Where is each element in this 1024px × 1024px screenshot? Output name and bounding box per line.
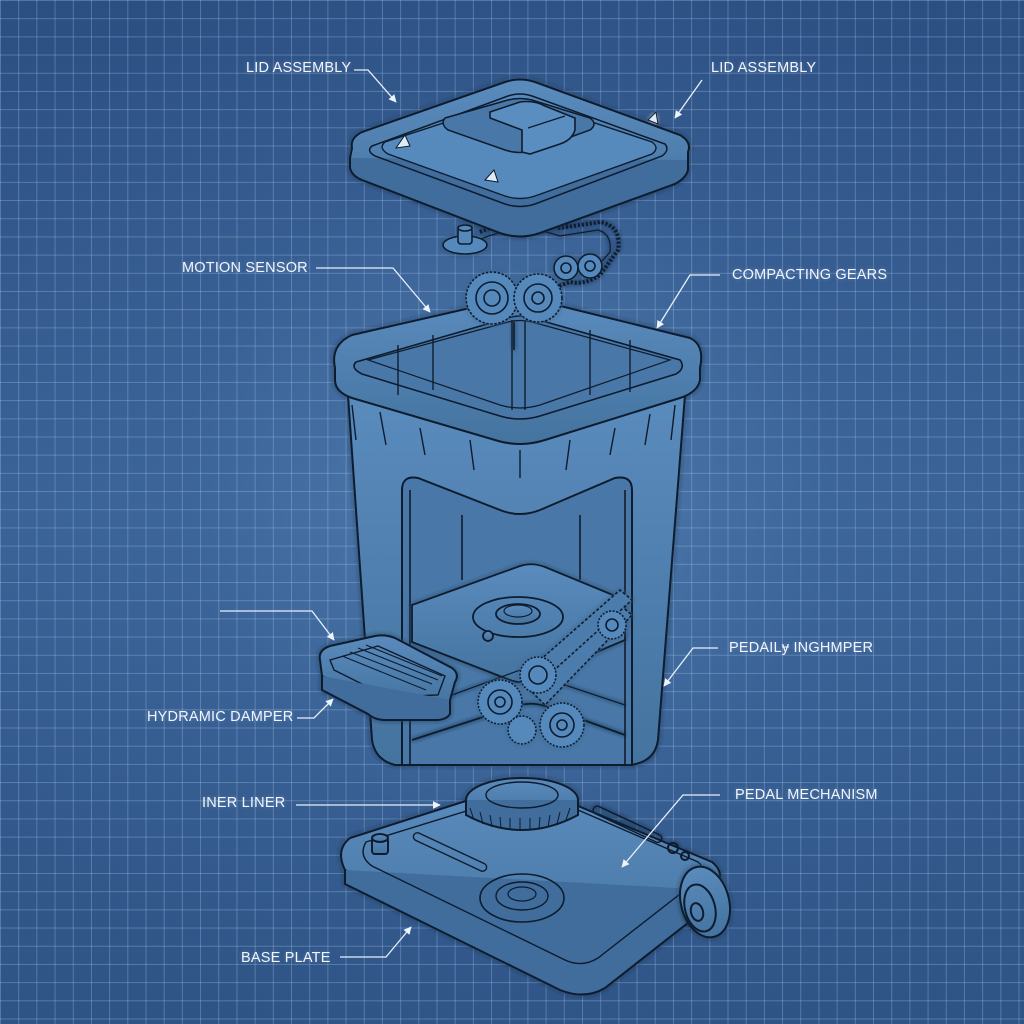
leader-lines [220,69,720,958]
label-lid-assembly-right: LID ASSEMBLY [711,60,817,76]
base-plate [340,777,721,996]
label-lid-assembly-left: LID ASSEMBLY [246,60,352,76]
leader-pedal-mechanism [621,794,720,868]
label-iner-liner: INER LINER [202,795,286,811]
foot-pedal [318,634,458,721]
lid [348,78,690,238]
leader-motion-sensor [316,267,431,313]
leader-lid-left [354,69,397,103]
label-compacting-gears: COMPACTING GEARS [732,267,888,283]
leader-base-plate [340,926,412,958]
leader-unlabeled-pedal [220,610,335,641]
wheel [679,865,731,939]
leader-hydramic-damper [297,698,334,719]
label-hydramic-damper: HYDRAMIC DAMPER [147,709,294,725]
label-pedal-damper: PEDAILɏ INGHMPER [729,640,874,656]
leader-pedal-damper [663,647,718,687]
label-motion-sensor: MOTION SENSOR [182,260,308,276]
label-pedal-mechanism: PEDAL MECHANISM [735,787,878,803]
lower-gear-set [477,588,634,748]
leader-compacting-gears [656,274,720,329]
leader-lid-right [674,79,703,119]
label-base-plate: BASE PLATE [241,950,331,966]
